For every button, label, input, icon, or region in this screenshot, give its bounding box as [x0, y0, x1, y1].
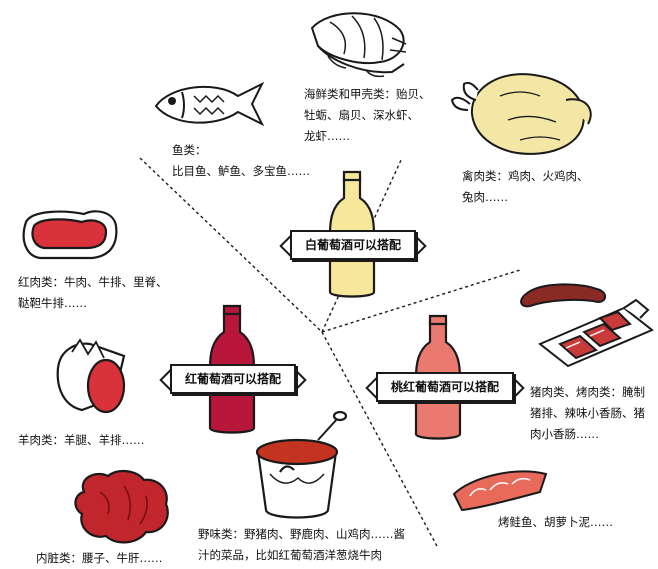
fish-icon — [154, 81, 265, 127]
salmon-caption: 烤鲑鱼、胡萝卜泥…… — [498, 512, 613, 533]
seafood-caption-line: 龙虾…… — [304, 129, 350, 143]
pork-caption-line: 猪排、辣味小香肠、猪 — [530, 406, 645, 420]
divider-top — [321, 157, 403, 333]
divider-right — [321, 269, 521, 333]
game-caption-line: 野味类：野猪肉、野鹿肉、山鸡肉……酱 — [198, 527, 405, 541]
game-caption-line: 汁的菜品，比如红葡萄酒洋葱烧牛肉 — [198, 548, 382, 562]
shellfish-icon — [310, 12, 407, 78]
game-caption: 野味类：野猪肉、野鹿肉、山鸡肉……酱 汁的菜品，比如红葡萄酒洋葱烧牛肉 — [198, 524, 405, 566]
seafood-caption-line: 海鲜类和甲壳类：贻贝、 — [304, 87, 431, 101]
salmon-fillet-icon — [452, 470, 548, 512]
section-dividers — [139, 157, 521, 549]
rose-wine-banner: 桃红葡萄酒可以搭配 — [376, 372, 514, 402]
lamb-leg-icon — [56, 338, 126, 414]
fish-caption-line: 鱼类： — [172, 143, 207, 157]
white-wine-banner: 白葡萄酒可以搭配 — [290, 230, 416, 260]
roast-chicken-icon — [450, 73, 592, 155]
pork-caption: 猪肉类、烤肉类：腌制 猪排、辣味小香肠、猪 肉小香肠…… — [530, 382, 645, 445]
offal-caption: 内脏类：腰子、牛肝…… — [36, 548, 163, 569]
fish-caption-line: 比目鱼、鲈鱼、多宝鱼…… — [172, 164, 310, 178]
stew-pot-icon — [255, 410, 348, 519]
red-wine-banner: 红葡萄酒可以搭配 — [170, 364, 296, 394]
red-meat-caption-line: 鞑靼牛排…… — [18, 296, 87, 310]
salmon-caption-line: 烤鲑鱼、胡萝卜泥…… — [498, 515, 613, 529]
pork-caption-line: 肉小香肠…… — [530, 427, 599, 441]
sausage-icon — [520, 283, 606, 308]
seafood-caption: 海鲜类和甲壳类：贻贝、 牡蛎、扇贝、深水虾、 龙虾…… — [304, 84, 431, 147]
poultry-caption-line: 禽肉类：鸡肉、火鸡肉、 — [462, 169, 589, 183]
pork-cutting-board-icon — [538, 298, 654, 368]
lamb-caption-line: 羊肉类：羊腿、羊排…… — [18, 433, 145, 447]
red-meat-caption-line: 红肉类：牛肉、牛排、里脊、 — [18, 275, 168, 289]
seafood-caption-line: 牡蛎、扇贝、深水虾、 — [304, 108, 419, 122]
steak-icon — [22, 210, 118, 260]
divider-bottom — [321, 331, 439, 549]
poultry-caption-line: 兔肉…… — [462, 190, 508, 204]
fish-caption: 鱼类： 比目鱼、鲈鱼、多宝鱼…… — [172, 140, 310, 182]
pork-caption-line: 猪肉类、烤肉类：腌制 — [530, 385, 645, 399]
offal-icon — [74, 470, 169, 544]
offal-caption-line: 内脏类：腰子、牛肝…… — [36, 551, 163, 565]
red-meat-caption: 红肉类：牛肉、牛排、里脊、 鞑靼牛排…… — [18, 272, 168, 314]
lamb-caption: 羊肉类：羊腿、羊排…… — [18, 430, 145, 451]
poultry-caption: 禽肉类：鸡肉、火鸡肉、 兔肉…… — [462, 166, 589, 208]
